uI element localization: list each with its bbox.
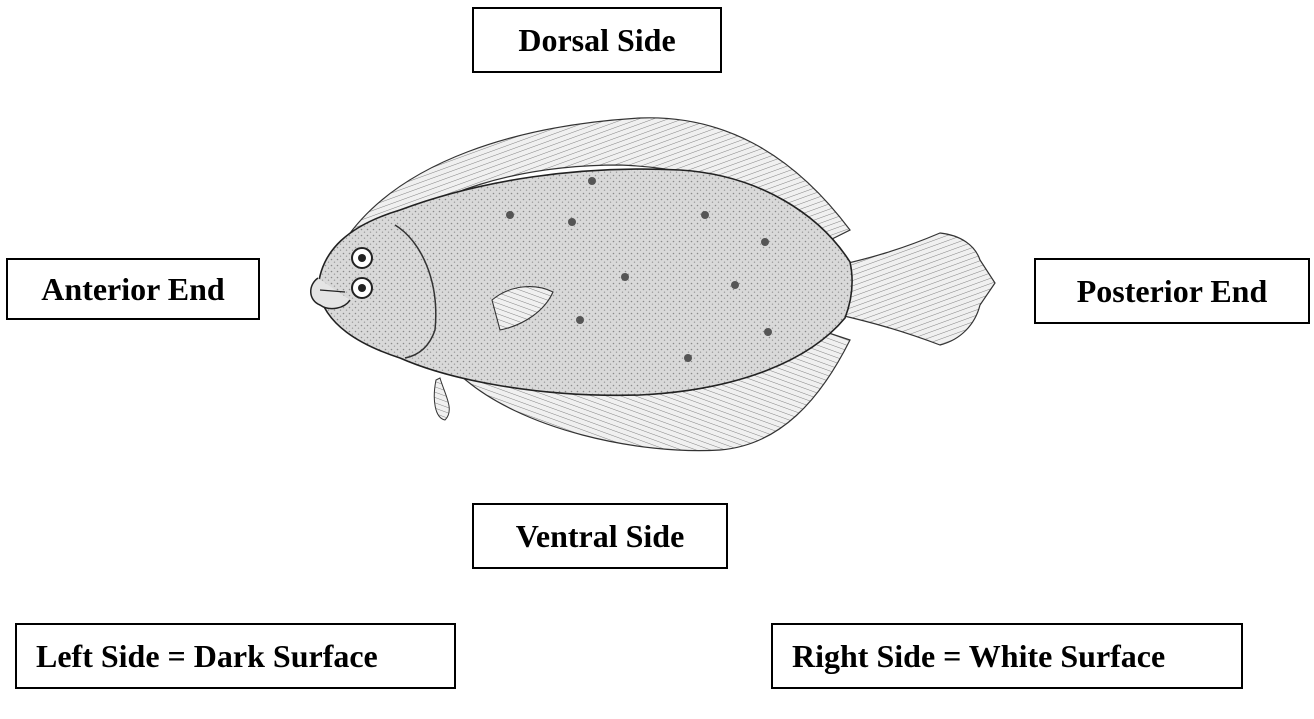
left-side-label: Left Side = Dark Surface — [15, 623, 456, 689]
right-side-label: Right Side = White Surface — [771, 623, 1243, 689]
dorsal-side-text: Dorsal Side — [518, 22, 675, 59]
ventral-side-label: Ventral Side — [472, 503, 728, 569]
posterior-end-text: Posterior End — [1077, 273, 1268, 310]
anterior-end-label: Anterior End — [6, 258, 260, 320]
flounder-illustration — [300, 110, 1000, 460]
tail-fin — [840, 233, 995, 345]
pelvic-fin — [434, 378, 449, 420]
anterior-end-text: Anterior End — [41, 271, 224, 308]
right-side-text: Right Side = White Surface — [792, 638, 1165, 675]
posterior-end-label: Posterior End — [1034, 258, 1310, 324]
ventral-side-text: Ventral Side — [516, 518, 685, 555]
dorsal-side-label: Dorsal Side — [472, 7, 722, 73]
left-side-text: Left Side = Dark Surface — [36, 638, 378, 675]
